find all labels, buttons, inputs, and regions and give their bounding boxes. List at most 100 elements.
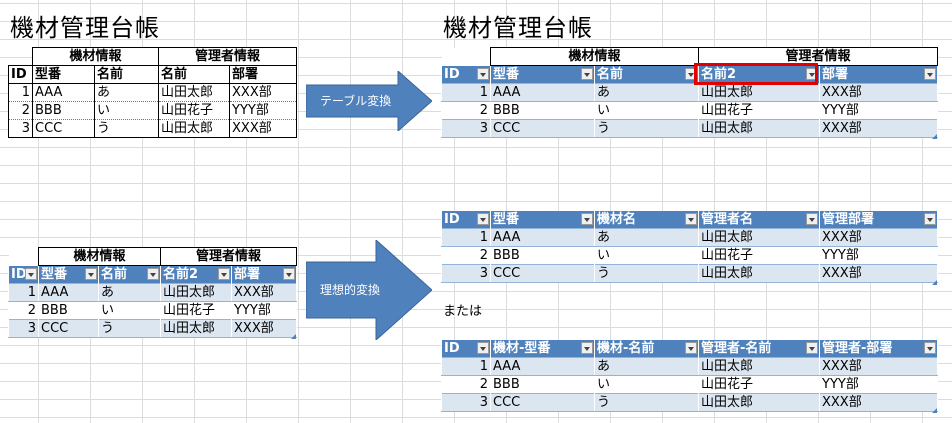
filter-dropdown-icon[interactable]: [685, 342, 697, 354]
header-cell[interactable]: 名前: [97, 265, 162, 284]
table-cell[interactable]: YYY部: [819, 246, 938, 265]
group-header-equipment[interactable]: 機材情報: [37, 247, 162, 266]
header-cell[interactable]: 型番: [490, 65, 595, 84]
filter-dropdown-icon[interactable]: [283, 268, 296, 280]
table-cell[interactable]: い: [97, 301, 162, 320]
header-cell[interactable]: 部署: [231, 265, 298, 284]
table-cell[interactable]: YYY部: [231, 301, 298, 320]
table-cell[interactable]: 山田太郎: [698, 83, 821, 102]
table-cell[interactable]: あ: [97, 283, 162, 302]
filter-dropdown-icon[interactable]: [477, 67, 489, 80]
table-cell[interactable]: う: [97, 319, 162, 338]
table-cell[interactable]: YYY部: [819, 375, 938, 394]
filter-dropdown-icon[interactable]: [581, 342, 593, 354]
table-cell[interactable]: AAA: [490, 357, 595, 376]
filter-dropdown-icon[interactable]: [924, 342, 936, 354]
table-cell[interactable]: 山田太郎: [158, 83, 231, 102]
table-cell[interactable]: う: [594, 264, 699, 283]
table-cell[interactable]: CCC: [490, 264, 595, 283]
table-cell[interactable]: う: [93, 119, 160, 138]
table-cell[interactable]: 2: [441, 101, 491, 120]
table-cell[interactable]: 山田太郎: [698, 228, 820, 247]
header-cell[interactable]: ID: [8, 65, 33, 84]
header-cell[interactable]: 機材-型番: [490, 340, 595, 358]
table-cell[interactable]: い: [594, 246, 699, 265]
table-cell[interactable]: CCC: [490, 393, 595, 412]
filter-dropdown-icon[interactable]: [581, 213, 593, 225]
filter-dropdown-icon[interactable]: [218, 268, 231, 280]
table-cell[interactable]: 2: [8, 101, 33, 120]
table-cell[interactable]: 3: [8, 119, 33, 138]
group-header-manager[interactable]: 管理者情報: [158, 47, 298, 66]
group-header-equipment[interactable]: 機材情報: [31, 47, 160, 66]
table-resize-handle[interactable]: [932, 280, 937, 285]
table-cell[interactable]: い: [594, 375, 699, 394]
filter-dropdown-icon[interactable]: [924, 68, 937, 80]
table-cell[interactable]: YYY部: [229, 101, 298, 120]
header-cell[interactable]: ID: [441, 211, 491, 229]
group-header-manager[interactable]: 管理者情報: [698, 47, 939, 66]
header-cell[interactable]: 機材-名前: [594, 340, 699, 358]
table-cell[interactable]: あ: [93, 83, 160, 102]
table-cell[interactable]: 1: [441, 357, 491, 376]
header-cell[interactable]: 管理者-部署: [819, 340, 938, 358]
filter-dropdown-icon[interactable]: [147, 268, 160, 280]
table-cell[interactable]: CCC: [32, 119, 95, 138]
table-cell[interactable]: XXX部: [819, 83, 939, 102]
filter-dropdown-icon[interactable]: [477, 342, 489, 354]
table-cell[interactable]: YYY部: [819, 101, 939, 120]
table-cell[interactable]: い: [593, 101, 700, 120]
header-cell[interactable]: 管理者-名前: [698, 340, 820, 358]
table-cell[interactable]: 山田太郎: [698, 357, 820, 376]
table-cell[interactable]: AAA: [490, 228, 595, 247]
table-cell[interactable]: 山田花子: [698, 375, 820, 394]
table-cell[interactable]: 山田花子: [158, 101, 231, 120]
header-cell[interactable]: ID: [8, 265, 39, 284]
table-cell[interactable]: 1: [8, 83, 33, 102]
table-cell[interactable]: う: [593, 119, 700, 138]
group-header-equipment[interactable]: 機材情報: [489, 47, 700, 66]
table-cell[interactable]: 3: [8, 319, 39, 338]
table-cell[interactable]: 山田花子: [698, 101, 821, 120]
table-cell[interactable]: 山田花子: [698, 246, 820, 265]
table-cell[interactable]: AAA: [38, 283, 99, 302]
table-cell[interactable]: XXX部: [819, 393, 938, 412]
table-cell[interactable]: 2: [8, 301, 39, 320]
group-header-manager[interactable]: 管理者情報: [160, 247, 298, 266]
header-cell[interactable]: ID: [441, 65, 491, 84]
table-cell[interactable]: あ: [593, 83, 700, 102]
header-cell[interactable]: 型番: [490, 211, 595, 229]
header-cell[interactable]: 管理部署: [819, 211, 938, 229]
table-cell[interactable]: 1: [441, 228, 491, 247]
header-cell[interactable]: 名前: [593, 65, 700, 84]
filter-dropdown-icon[interactable]: [806, 342, 818, 354]
table-cell[interactable]: 山田太郎: [160, 319, 233, 338]
table-cell[interactable]: XXX部: [819, 228, 938, 247]
table-cell[interactable]: 山田太郎: [698, 119, 821, 138]
header-cell[interactable]: 名前: [93, 65, 160, 84]
filter-dropdown-icon[interactable]: [25, 267, 37, 280]
table-cell[interactable]: BBB: [32, 101, 95, 120]
table-cell[interactable]: 山田花子: [160, 301, 233, 320]
table-cell[interactable]: 2: [441, 375, 491, 394]
table-cell[interactable]: XXX部: [231, 319, 298, 338]
table-cell[interactable]: CCC: [490, 119, 595, 138]
filter-dropdown-icon[interactable]: [924, 213, 936, 225]
table-resize-handle[interactable]: [932, 134, 937, 139]
table-cell[interactable]: BBB: [490, 246, 595, 265]
table-cell[interactable]: あ: [594, 228, 699, 247]
table-cell[interactable]: 2: [441, 246, 491, 265]
table-cell[interactable]: 1: [8, 283, 39, 302]
header-cell[interactable]: 名前2: [160, 265, 233, 284]
header-cell[interactable]: 型番: [32, 65, 95, 84]
table-cell[interactable]: XXX部: [231, 283, 298, 302]
table-cell[interactable]: XXX部: [819, 264, 938, 283]
header-cell[interactable]: 名前: [158, 65, 231, 84]
table-cell[interactable]: い: [93, 101, 160, 120]
header-cell[interactable]: 管理者名: [698, 211, 820, 229]
filter-dropdown-icon[interactable]: [477, 213, 489, 225]
table-cell[interactable]: あ: [594, 357, 699, 376]
table-cell[interactable]: 山田太郎: [698, 393, 820, 412]
filter-dropdown-icon[interactable]: [581, 68, 593, 80]
header-cell[interactable]: 型番: [38, 265, 99, 284]
